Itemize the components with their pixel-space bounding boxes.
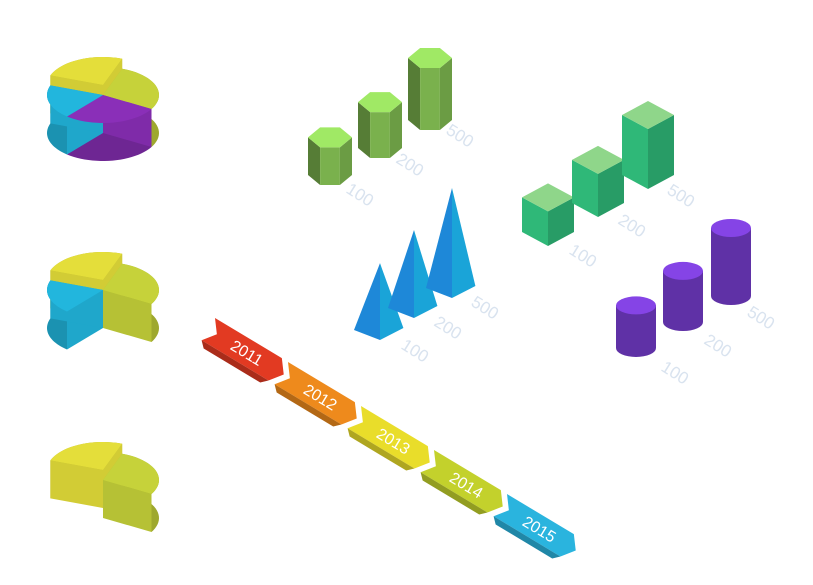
pyramid-bar (388, 230, 438, 318)
cube-bar-chart: 100 200 500 (522, 101, 698, 271)
pie-chart-two-segments (50, 442, 159, 532)
timeline-arrow-2013: 2013 (347, 406, 430, 471)
timeline-arrow-2012: 2012 (274, 362, 357, 427)
pie-top-purple (67, 95, 152, 123)
cube-label-100: 100 (566, 240, 600, 271)
pie-cut-yellow (50, 460, 103, 508)
pyramid-label-500: 500 (468, 292, 502, 323)
pie-top-cyan (47, 280, 103, 312)
pie-chart-four-segments (47, 57, 159, 161)
timeline-arrow-2015: 2015 (493, 494, 576, 559)
pie-top-yellow (50, 57, 123, 85)
cylinder-bar-chart: 100 200 500 (616, 219, 778, 388)
pyramid-label-100: 100 (398, 335, 432, 366)
hex-prism-bar (408, 48, 452, 130)
pie-chart-three-segments (47, 252, 159, 350)
cylinder-bar (616, 296, 656, 357)
timeline-arrow-2014: 2014 (420, 450, 503, 515)
cube-bar (572, 145, 624, 217)
hex-prism-bar (358, 92, 402, 158)
cube-label-500: 500 (664, 180, 698, 211)
pie-cut-lime (103, 480, 152, 532)
cube-bar (522, 183, 574, 246)
cylinder-bar (711, 219, 751, 305)
cylinder-label-500: 500 (744, 302, 778, 333)
pie-top-cyan (47, 85, 103, 117)
pie-top-lime (103, 68, 159, 109)
timeline-arrow-2011: 2011 (201, 318, 284, 383)
pyramid-label-200: 200 (431, 312, 465, 343)
hex-label-500: 500 (443, 120, 477, 151)
pie-top-yellow (50, 442, 123, 470)
hex-prism-bar-chart: 100 200 500 (308, 48, 477, 210)
cube-bar (622, 101, 674, 189)
pie-top-lime (103, 263, 159, 304)
cube-label-200: 200 (615, 210, 649, 241)
cylinder-label-100: 100 (658, 357, 692, 388)
pie-top-lime (103, 453, 159, 494)
hex-label-100: 100 (343, 179, 377, 210)
pyramid-bar-chart: 100 200 500 (354, 188, 502, 366)
pyramid-bar (426, 188, 476, 298)
cylinder-label-200: 200 (701, 330, 735, 361)
pie-cut-lime (103, 290, 152, 342)
hex-label-200: 200 (393, 149, 427, 180)
hex-prism-bar (308, 127, 352, 185)
cylinder-bar (663, 261, 703, 331)
pie-top-yellow (50, 252, 123, 280)
